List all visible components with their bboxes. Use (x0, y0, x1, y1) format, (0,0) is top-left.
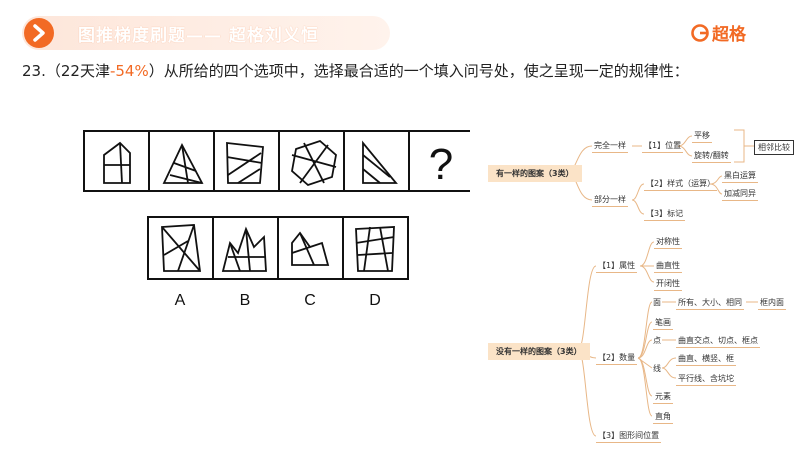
mindmap-leaf-rotate: 旋转/翻转 (692, 150, 731, 163)
mindmap-leaf-face-items: 所有、大小、相同 (676, 297, 744, 310)
option-cell-d (342, 216, 409, 280)
question-percent: -54% (109, 62, 149, 80)
mindmap-leaf-line-item-2: 平行线、含坑坨 (676, 373, 736, 386)
mindmap-node-adjacent: 相邻比较 (754, 140, 794, 155)
mindmap-node-partial: 部分一样 (592, 194, 628, 207)
question-source-suffix: ） (148, 62, 164, 80)
option-label-d: D (369, 292, 381, 309)
mindmap-leaf-point-items: 曲直交点、切点、框点 (676, 335, 760, 348)
chevron-right-icon[interactable] (24, 18, 54, 48)
mindmap-branch-different: 没有一样的图案（3类） (488, 343, 590, 360)
mindmap-leaf-open: 开闭性 (654, 278, 682, 291)
mindmap-node-attribute: 【1】属性 (596, 260, 638, 273)
mindmap-leaf-angle: 直角 (653, 411, 673, 424)
mindmap-leaf-curve: 曲直性 (654, 260, 682, 273)
question-text: 23.（22天津-54%）从所给的四个选项中，选择最合适的一个填入问号处，使之呈… (22, 60, 689, 81)
mindmap-leaf-stroke: 笔画 (653, 317, 673, 330)
mindmap-leaf-symmetry: 对称性 (654, 236, 682, 249)
option-cell-c (277, 216, 344, 280)
question-mark: ? (429, 140, 453, 189)
mindmap-branch-same: 有一样的图案（3类） (488, 165, 582, 182)
logo-icon (691, 24, 709, 42)
mindmap-leaf-line-item-1: 曲直、横竖、框 (676, 353, 736, 366)
mindmap-leaf-element: 元素 (653, 391, 673, 404)
mindmap-node-relation: 【3】图形间位置 (596, 430, 662, 443)
puzzle-cell-1 (83, 130, 150, 192)
mindmap: 有一样的图案（3类） 完全一样 【1】位置 平移 旋转/翻转 相邻比较 部分一样… (482, 122, 800, 450)
option-label-a: A (175, 292, 186, 309)
header-bar: 图推梯度刷题—— 超格刘义恒 超格 (0, 0, 800, 68)
mindmap-node-identical: 完全一样 (592, 140, 628, 153)
mindmap-leaf-translate: 平移 (692, 130, 712, 143)
mindmap-node-position: 【1】位置 (642, 140, 684, 153)
mindmap-node-mark: 【3】标记 (644, 208, 686, 221)
mindmap-leaf-addsub: 加减同异 (722, 188, 758, 201)
puzzle-cell-2 (148, 130, 215, 192)
logo-text: 超格 (712, 25, 746, 45)
mindmap-leaf-face: 面 (653, 298, 661, 307)
mindmap-leaf-blackwhite: 黑白运算 (722, 170, 758, 183)
puzzle-svg: ? (83, 130, 475, 309)
puzzle-figure: ? (78, 125, 475, 315)
title-banner (22, 16, 390, 50)
mindmap-node-count: 【2】数量 (596, 352, 638, 365)
option-label-c: C (304, 292, 316, 309)
question-source-prefix: （22天津 (45, 62, 110, 80)
mindmap-leaf-point: 点 (653, 336, 661, 345)
question-body: 从所给的四个选项中，选择最合适的一个填入问号处，使之呈现一定的规律性： (163, 62, 689, 80)
mindmap-leaf-inner-face: 框内面 (758, 297, 786, 310)
question-number: 23. (22, 62, 46, 80)
option-label-b: B (240, 292, 251, 309)
mindmap-leaf-line: 线 (653, 364, 661, 373)
puzzle-cell-5 (343, 130, 410, 192)
mindmap-node-style: 【2】样式（运算） (644, 178, 718, 191)
page-title: 图推梯度刷题—— 超格刘义恒 (78, 26, 319, 46)
